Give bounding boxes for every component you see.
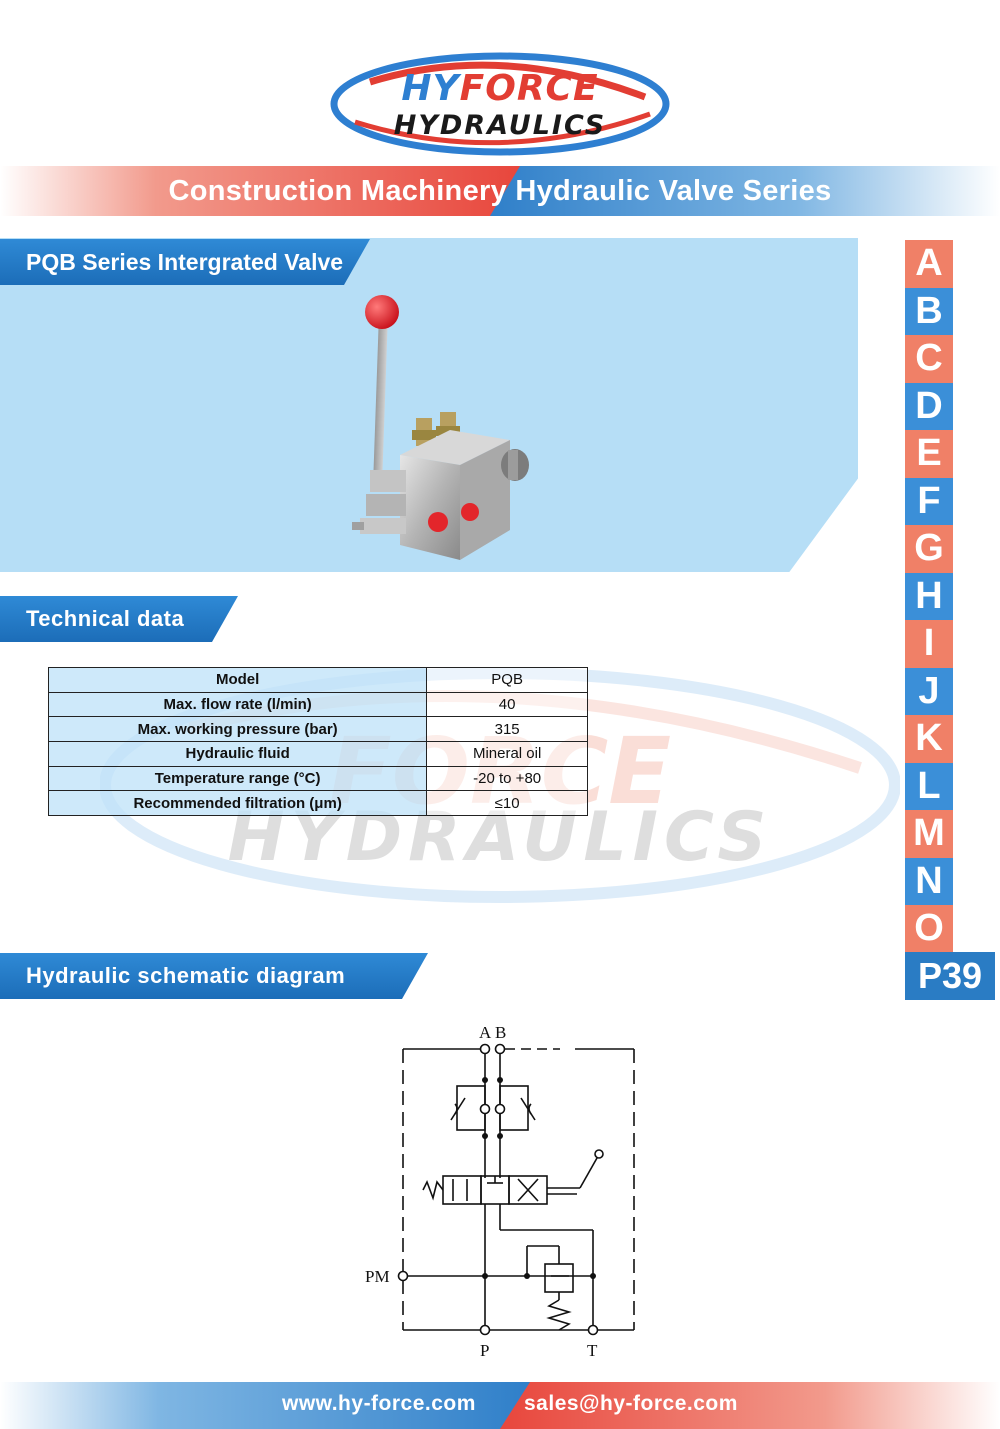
table-row: Max. working pressure (bar) 315 [47,716,588,743]
table-row: Max. flow rate (l/min) 40 [47,691,588,718]
side-index-f[interactable]: F [905,477,953,525]
side-index-c[interactable]: C [905,335,953,383]
spec-value: 315 [426,716,588,743]
logo-wordmark-top: HYFORCE [401,68,599,109]
side-index-j[interactable]: J [905,667,953,715]
table-row: Model PQB [47,667,588,693]
spec-label: Max. working pressure (bar) [47,716,428,743]
schematic-label-t: T [587,1341,598,1360]
side-index-g[interactable]: G [905,525,953,573]
section-tab-schematic: Hydraulic schematic diagram [0,953,428,999]
spec-value: Mineral oil [426,741,588,767]
schematic-label-b: B [495,1023,506,1042]
spec-value: 40 [426,691,588,718]
side-index-h[interactable]: H [905,572,953,620]
side-index-n[interactable]: N [905,857,953,905]
spec-label: Max. flow rate (l/min) [47,691,428,718]
logo-wordmark-bottom: HYDRAULICS [393,110,607,141]
side-index-a[interactable]: A [905,240,953,288]
spec-value: PQB [426,667,588,693]
footer-bar: www.hy-force.com sales@hy-force.com [0,1382,1000,1429]
side-index-m[interactable]: M [905,810,953,858]
table-row: Temperature range (°C) -20 to +80 [47,765,588,792]
spec-label: Recommended filtration (μm) [47,790,428,817]
table-row: Recommended filtration (μm) ≤10 [47,790,588,817]
company-logo: HYFORCE HYDRAULICS [330,52,670,156]
spec-table: Model PQB Max. flow rate (l/min) 40 Max.… [47,667,588,817]
section-tab-product: PQB Series Intergrated Valve [0,239,370,285]
hydraulic-schematic: A B PM P T [365,1023,635,1360]
spec-value: ≤10 [426,790,588,817]
side-index-e[interactable]: E [905,430,953,478]
spec-label: Model [47,667,428,693]
side-index-d[interactable]: D [905,382,953,430]
series-title: Construction Machinery Hydraulic Valve S… [168,175,832,207]
spec-value: -20 to +80 [426,765,588,792]
schematic-label-pm: PM [365,1267,390,1286]
side-index-k[interactable]: K [905,715,953,763]
spec-label: Hydraulic fluid [47,741,428,767]
schematic-label-a: A [479,1023,492,1042]
side-index-i[interactable]: I [905,620,953,668]
side-index-o[interactable]: O [905,905,953,953]
footer-email-link[interactable]: sales@hy-force.com [524,1392,738,1415]
table-row: Hydraulic fluid Mineral oil [47,741,588,767]
valve-product-image [352,295,529,560]
side-index-b[interactable]: B [905,287,953,335]
footer-website-link[interactable]: www.hy-force.com [282,1392,476,1415]
side-index-l[interactable]: L [905,762,953,810]
schematic-label-p: P [480,1341,489,1360]
page-number: P39 [905,952,995,1000]
series-banner: Construction Machinery Hydraulic Valve S… [0,166,1000,216]
section-tab-technical: Technical data [0,596,238,642]
spec-label: Temperature range (°C) [47,765,428,792]
